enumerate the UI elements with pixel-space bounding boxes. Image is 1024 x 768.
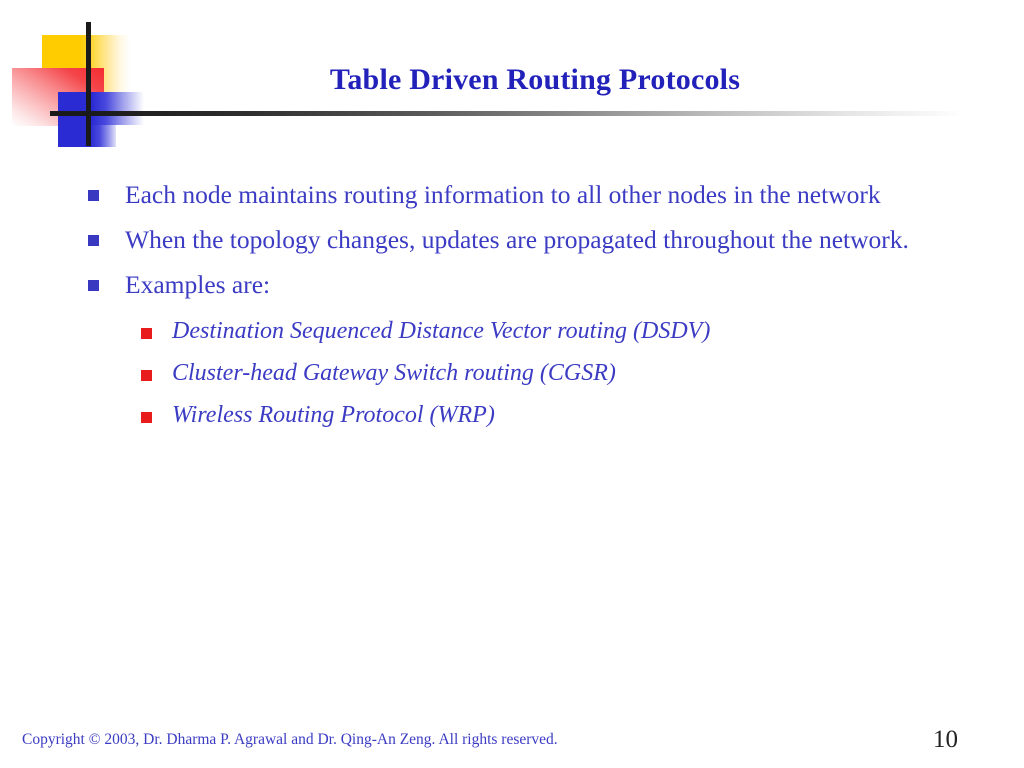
sub-bullet-text: Wireless Routing Protocol (WRP) — [172, 401, 495, 428]
sub-bullet-text: Destination Sequenced Distance Vector ro… — [172, 317, 711, 344]
bullet-text: Each node maintains routing information … — [125, 180, 881, 209]
sub-bullet-marker-icon — [141, 411, 152, 423]
sub-bullet-text: Cluster-head Gateway Switch routing (CGS… — [172, 359, 616, 386]
sub-bullet-item: Cluster-head Gateway Switch routing (CGS… — [0, 358, 1024, 390]
page-number: 10 — [933, 726, 958, 753]
logo-blue-square — [58, 92, 144, 125]
bullet-marker-icon — [88, 234, 99, 246]
bullet-marker-icon — [88, 190, 99, 201]
sub-bullet-marker-icon — [141, 369, 152, 381]
title-underline-rule — [86, 111, 966, 116]
logo-vertical-rule — [86, 22, 91, 146]
footer-copyright: Copyright © 2003, Dr. Dharma P. Agrawal … — [22, 731, 558, 748]
bullet-text: When the topology changes, updates are p… — [125, 224, 909, 254]
sub-bullet-marker-icon — [141, 327, 152, 339]
bullet-marker-icon — [88, 279, 99, 291]
bullet-text: Examples are: — [125, 269, 271, 299]
bullet-item: Examples are: — [0, 268, 1024, 302]
sub-bullet-group: Destination Sequenced Distance Vector ro… — [0, 316, 1024, 432]
page-title: Table Driven Routing Protocols — [329, 63, 741, 96]
decorative-logo — [0, 0, 200, 170]
sub-bullet-item: Destination Sequenced Distance Vector ro… — [0, 316, 1024, 348]
slide-body: Each node maintains routing information … — [0, 178, 1024, 441]
bullet-item: When the topology changes, updates are p… — [0, 223, 1024, 257]
logo-horizontal-rule-stub — [50, 111, 100, 116]
sub-bullet-item: Wireless Routing Protocol (WRP) — [0, 400, 1024, 432]
bullet-item: Each node maintains routing information … — [0, 178, 1024, 212]
